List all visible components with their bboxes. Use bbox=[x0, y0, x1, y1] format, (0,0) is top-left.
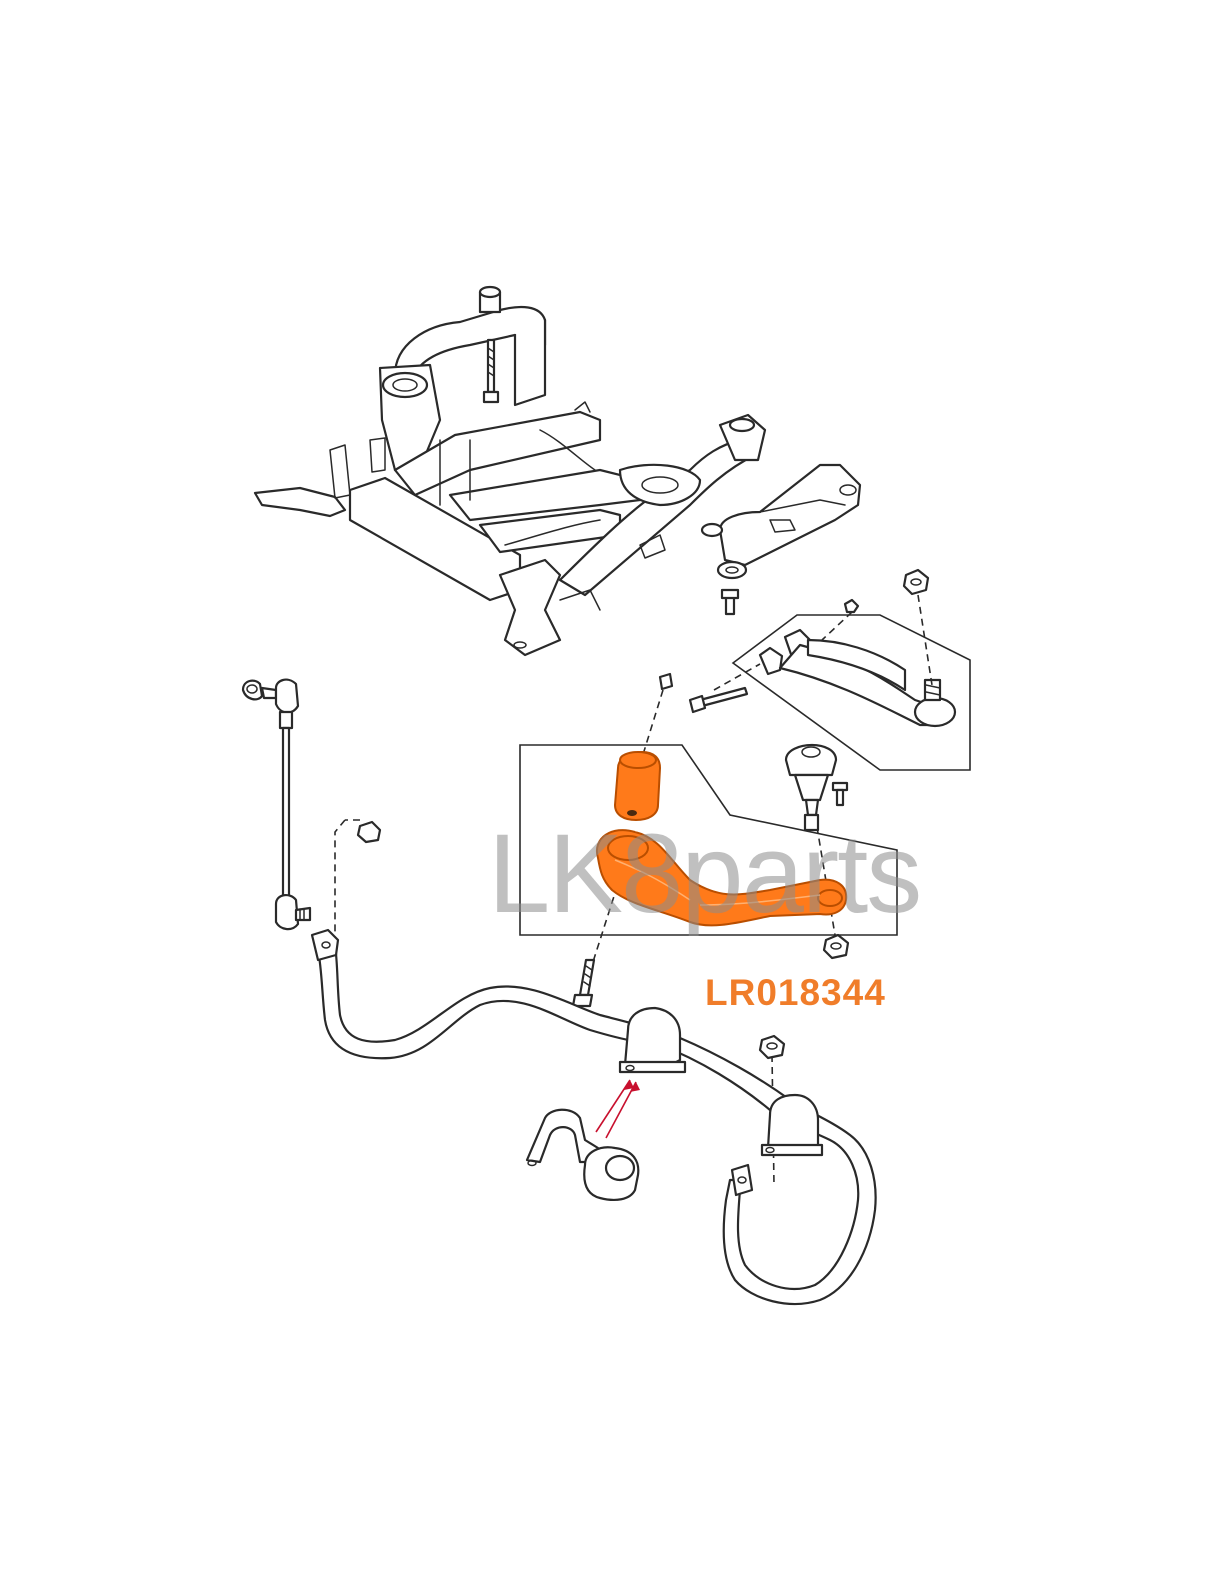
lower-arm-bolt bbox=[571, 958, 596, 1008]
skid-plate bbox=[700, 463, 862, 616]
anti-roll-bar-clamp-and-bush bbox=[525, 1108, 640, 1201]
part-number-label: LR018344 bbox=[705, 972, 886, 1013]
clamp-nut bbox=[758, 1034, 786, 1060]
upper-control-arm-group bbox=[731, 568, 971, 771]
callout-arrows bbox=[595, 1079, 640, 1139]
upper-arm-bolts bbox=[658, 672, 749, 714]
lower-arm-callout-box bbox=[519, 744, 898, 936]
front-subframe bbox=[253, 285, 767, 657]
stabiliser-link bbox=[241, 678, 382, 931]
watermark-text: LK8parts bbox=[488, 811, 920, 936]
lower-arm-nut bbox=[822, 933, 850, 960]
ball-joint bbox=[784, 743, 849, 832]
anti-roll-bar bbox=[310, 928, 877, 1305]
highlighted-part-lr018344 bbox=[595, 751, 848, 927]
